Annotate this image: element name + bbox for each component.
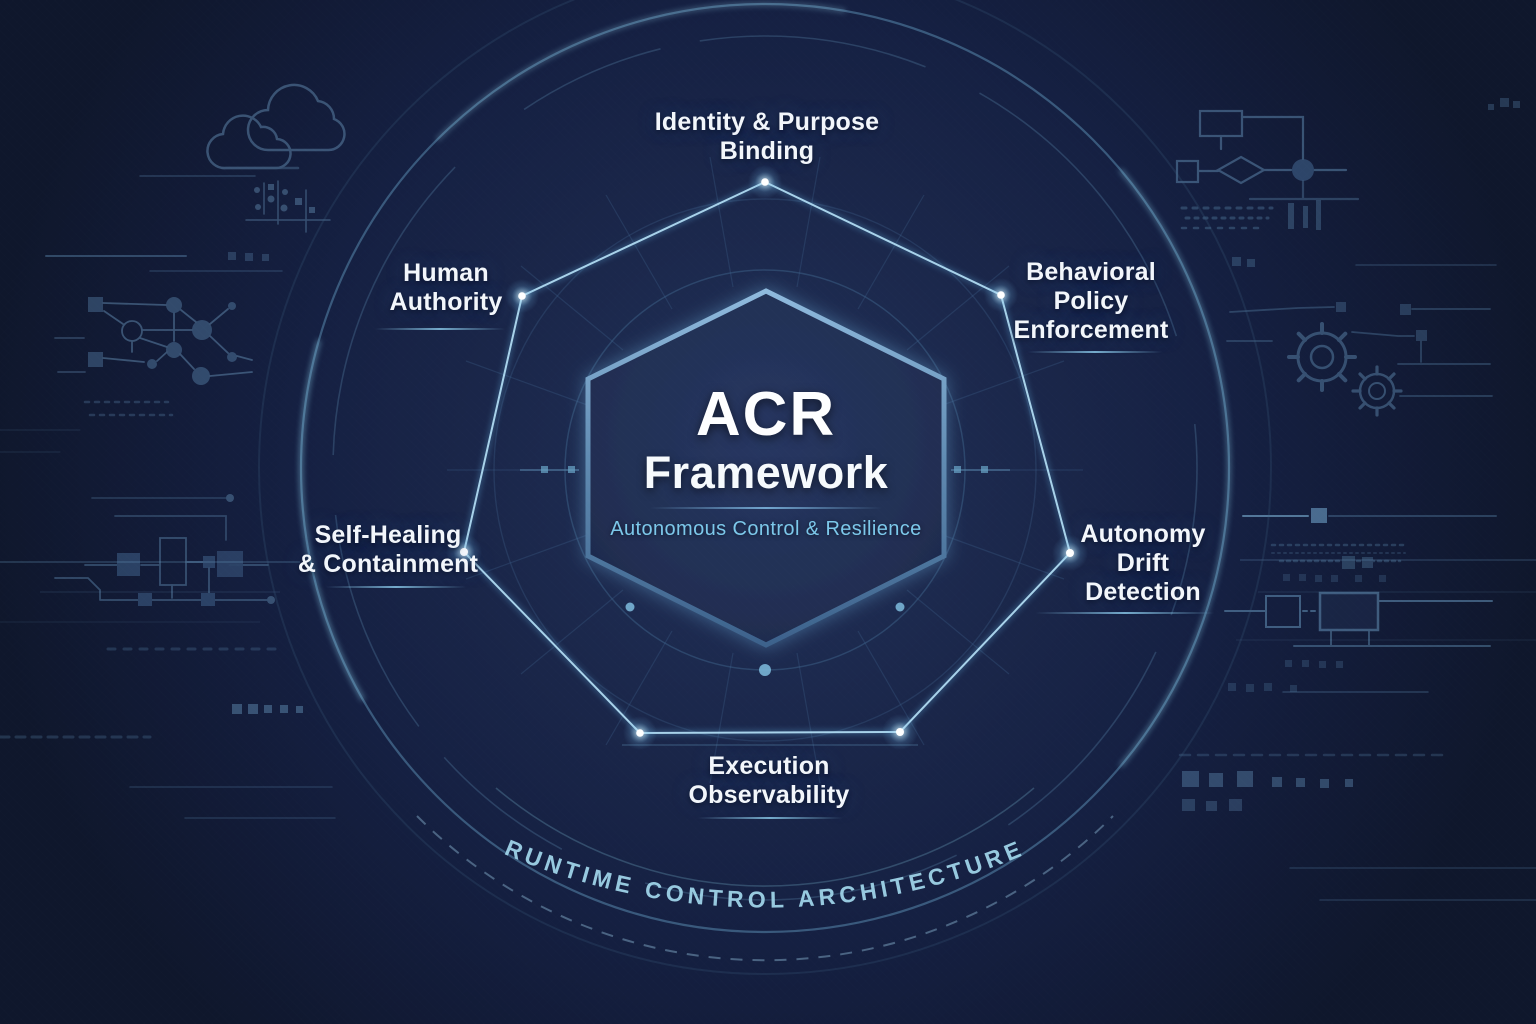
dot-cluster-right <box>1180 200 1321 230</box>
left-bottom-lines <box>129 786 336 819</box>
right-square-pair <box>1232 257 1255 267</box>
arc-label-text: RUNTIME CONTROL ARCHITECTURE <box>501 834 1028 912</box>
side-markers <box>520 466 1010 473</box>
pixel-blocks-right <box>1182 771 1353 811</box>
dashed-bottom-arc <box>416 815 1114 962</box>
corner-squares <box>1488 98 1520 110</box>
network-graph-icon <box>54 297 253 385</box>
left-accent-lines <box>0 175 283 453</box>
background-decor-left <box>0 83 346 819</box>
cloud-icon <box>206 83 346 170</box>
flowchart-icon <box>1175 109 1360 201</box>
outer-ring <box>258 0 1272 975</box>
slider-line <box>1242 508 1497 523</box>
left-square-row <box>228 252 269 261</box>
box-diagram-icon <box>1224 591 1493 647</box>
gears-icon <box>1287 322 1403 417</box>
circle-dots <box>625 602 905 676</box>
left-square-row-2 <box>232 704 303 714</box>
dash-row-left <box>83 400 174 417</box>
heptagon-nodes <box>446 165 1088 750</box>
center-hexagon <box>585 288 947 648</box>
pixel-row-right <box>1228 660 1343 692</box>
radial-spokes <box>447 156 1083 784</box>
data-grid-right <box>1270 543 1407 582</box>
heptagon <box>446 165 1088 750</box>
right-bottom-lines <box>1289 867 1536 901</box>
background-decor-right <box>1175 98 1536 901</box>
band-lines <box>0 559 1536 641</box>
gear-connector-lines <box>1226 302 1493 397</box>
cloud-data-dots <box>245 180 331 233</box>
circuit-diagram-icon <box>54 494 275 606</box>
solid-bottom-arc <box>495 787 1035 887</box>
